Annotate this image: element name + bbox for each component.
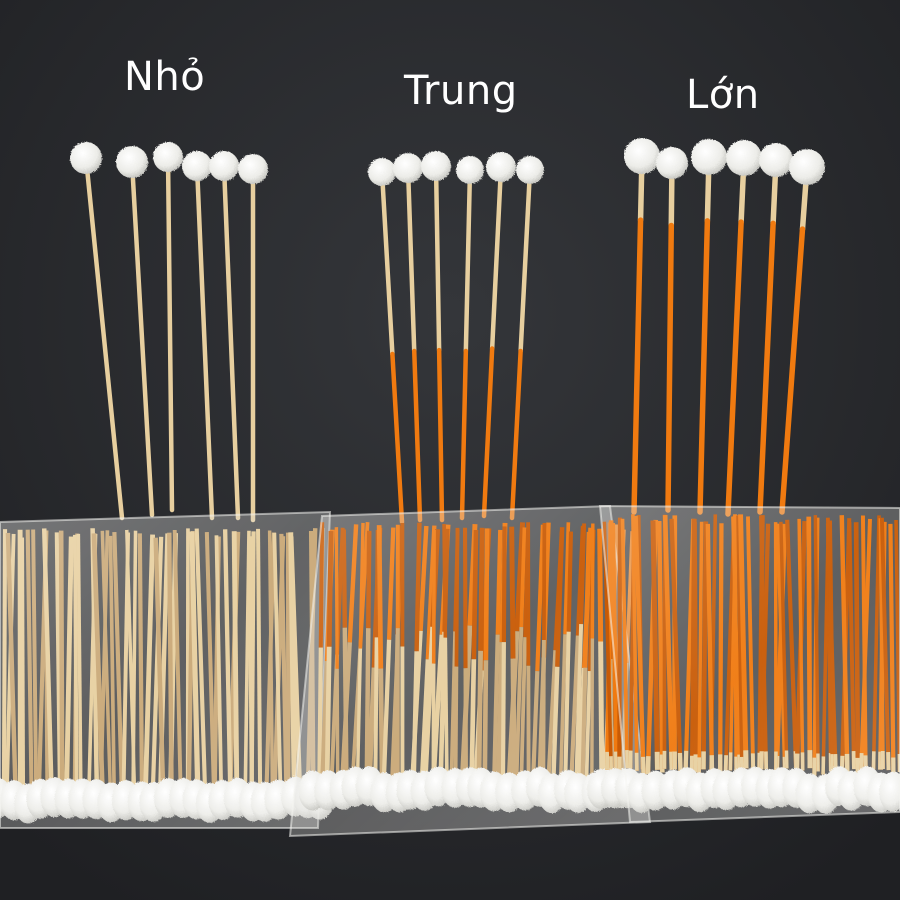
- cotton-head: [421, 151, 451, 181]
- bag-sheen: [598, 504, 900, 824]
- cotton-head: [624, 138, 660, 174]
- sample-swab: [70, 142, 125, 521]
- cotton-head: [516, 156, 544, 184]
- sample-stick-tip: [379, 169, 395, 357]
- sample-stick-orange: [509, 348, 523, 521]
- sample-stick-orange: [459, 348, 469, 521]
- sample-swab: [656, 147, 688, 513]
- cotton-head: [456, 156, 484, 184]
- bag-large: [587, 504, 900, 824]
- cotton-head: [789, 149, 825, 185]
- cotton-head: [368, 158, 396, 186]
- sample-stick-orange: [757, 220, 776, 515]
- sample-stick: [194, 163, 215, 521]
- cotton-head: [726, 140, 762, 176]
- sample-swab: [153, 142, 183, 513]
- label-large: Lớn: [686, 72, 760, 118]
- sample-swab: [481, 152, 516, 519]
- sample-stick-tip: [433, 163, 442, 353]
- cotton-head: [691, 139, 727, 175]
- sample-stick: [83, 155, 125, 521]
- cotton-head: [486, 152, 516, 182]
- cotton-head: [238, 154, 268, 184]
- cotton-head: [182, 151, 212, 181]
- sample-stick-orange: [725, 219, 744, 517]
- sample-swab: [393, 153, 423, 523]
- sample-swab: [116, 146, 155, 518]
- swab-bags: [0, 504, 900, 838]
- sample-swab: [509, 156, 544, 521]
- sample-stick-tip: [405, 165, 417, 354]
- sample-stick: [129, 159, 155, 518]
- sample-swab: [725, 140, 762, 517]
- sample-stick: [165, 154, 175, 513]
- sample-stick-orange: [390, 351, 405, 525]
- sample-swab: [368, 158, 405, 525]
- label-medium: Trung: [403, 68, 518, 114]
- cotton-head: [116, 146, 148, 178]
- sample-stick: [221, 163, 241, 521]
- cotton-head: [70, 142, 102, 174]
- sample-swab: [779, 149, 825, 515]
- cotton-head: [393, 153, 423, 183]
- cotton-head: [759, 143, 793, 177]
- bag-small: [0, 510, 335, 829]
- sample-stick-orange: [779, 226, 806, 515]
- cotton-head: [209, 151, 239, 181]
- bag-sheen: [0, 510, 332, 829]
- cotton-head: [656, 147, 688, 179]
- sample-swab: [238, 154, 268, 523]
- sample-swab: [624, 138, 660, 515]
- sample-swab: [691, 139, 727, 515]
- sample-stick-orange: [697, 218, 711, 515]
- sample-swab: [456, 156, 484, 521]
- sample-stick-orange: [631, 217, 644, 515]
- sample-swabs: [70, 138, 825, 525]
- sample-swab: [182, 151, 215, 521]
- sample-stick-orange: [665, 222, 675, 513]
- sample-stick-tip: [489, 164, 504, 351]
- label-small: Nhỏ: [124, 54, 205, 100]
- sample-swab: [757, 143, 793, 515]
- cotton-head: [153, 142, 183, 172]
- sample-swab: [421, 151, 451, 523]
- sample-stick-orange: [411, 348, 423, 523]
- sample-swab: [209, 151, 241, 521]
- sample-stick-tip: [518, 167, 533, 354]
- sample-stick-tip: [463, 167, 473, 354]
- sample-stick-orange: [436, 347, 445, 523]
- sample-stick-orange: [481, 346, 495, 519]
